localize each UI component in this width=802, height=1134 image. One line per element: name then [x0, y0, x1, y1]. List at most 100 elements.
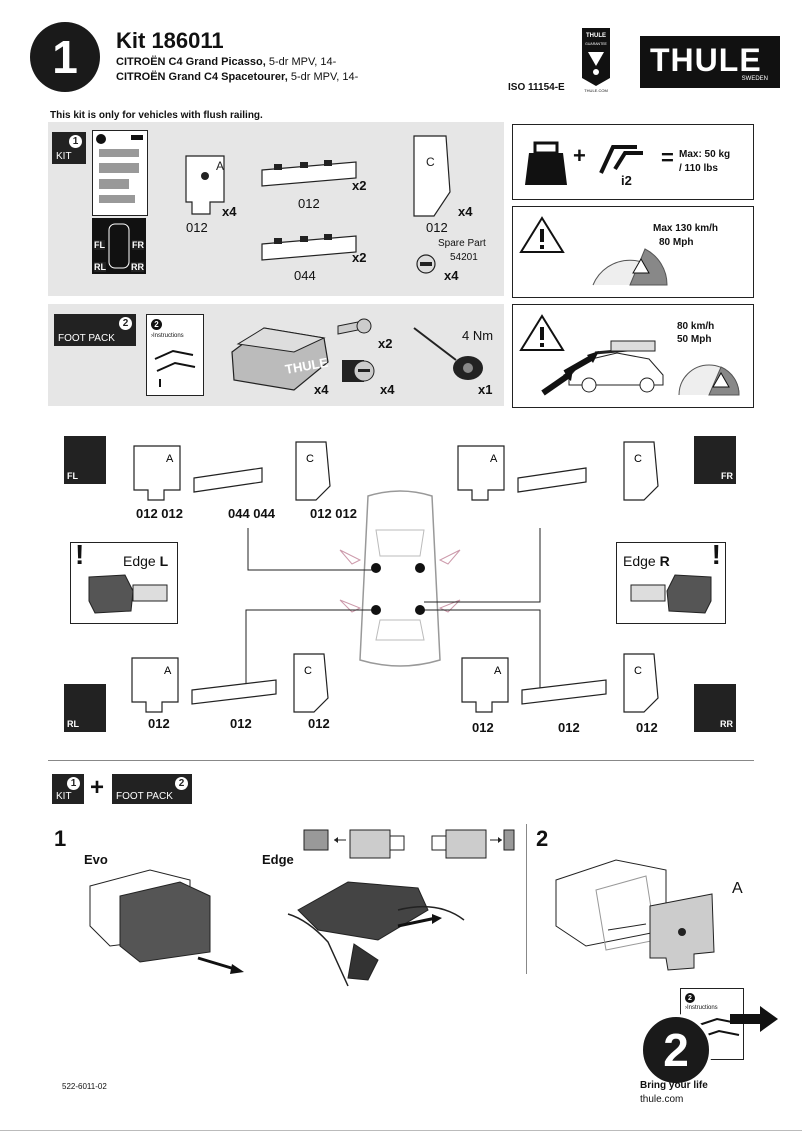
next-booklet-number: 2	[685, 993, 695, 1003]
fl-label: FL	[67, 471, 78, 481]
rear-right-plate-code: 012	[558, 720, 580, 735]
pad-attachment-illustration	[555, 859, 715, 971]
edge-l-exclaim-icon: !	[75, 539, 85, 570]
rear-right-bracket-code: 012	[636, 720, 658, 735]
pad-a-part-icon: A	[185, 155, 225, 215]
tool-qty: x1	[478, 382, 493, 397]
assembly-kit-label: KIT	[56, 791, 72, 802]
bracket-qty: x4	[458, 204, 473, 219]
plate2-qty: x2	[352, 250, 367, 265]
foot-pack-tag-number: 2	[119, 317, 132, 330]
brand-url[interactable]: thule.com	[640, 1094, 684, 1105]
document-code: 522-6011-02	[62, 1082, 107, 1091]
edge-r-box: ! Edge R	[616, 539, 726, 624]
svg-text:A: A	[166, 453, 174, 465]
section-divider	[48, 760, 754, 761]
screw-part-icon	[416, 254, 436, 274]
foot-booklet-number: 2	[151, 319, 162, 330]
next-step-badge: 2	[640, 1014, 712, 1086]
svg-text:THULE: THULE	[586, 33, 606, 39]
foot-pack-booklet: 2 ›Instructions	[146, 314, 204, 396]
front-left-parts: A C	[133, 441, 331, 501]
guarantee-badge: THULE GUARANTEE THULE.COM	[580, 28, 612, 93]
edge-r-exclaim-icon: !	[711, 539, 721, 570]
label-a: A	[732, 880, 743, 897]
step-number-badge: 1	[30, 22, 100, 92]
assembly-step-2: 2	[536, 826, 549, 851]
edge-l-label: Edge L	[123, 553, 169, 569]
speedometer-icon	[592, 248, 668, 286]
foot-pack-tag: 2 FOOT PACK	[54, 314, 136, 346]
svg-text:A: A	[490, 453, 498, 465]
foot-part-icon: THULE	[231, 327, 330, 391]
lock-qty: x4	[380, 382, 395, 397]
assembly-kit-tag: 1 KIT	[52, 774, 84, 804]
step-number: 1	[52, 31, 78, 83]
load-plus: +	[573, 143, 586, 168]
svg-text:THULE: THULE	[284, 355, 330, 377]
torque-value: 4 Nm	[462, 328, 494, 343]
foot-pack-tag-label: FOOT PACK	[58, 333, 115, 344]
fr-corner-box: FR	[694, 436, 736, 484]
wind-warning-icon	[519, 314, 565, 351]
next-step-number: 2	[663, 1024, 689, 1076]
svg-text:A: A	[164, 665, 172, 677]
logo-subtext: SWEDEN	[741, 76, 768, 82]
edge-l-box: ! Edge L	[70, 539, 178, 624]
rear-left-parts: A C	[131, 653, 329, 713]
rear-right-parts: A C	[461, 653, 659, 713]
bracket-c-part-icon: C	[413, 135, 451, 217]
max-speed-box: Max 130 km/h 80 Mph	[512, 206, 754, 298]
max-load-box: + i2 = Max: 50 kg / 110 lbs	[512, 124, 754, 200]
rear-left-pad-code: 012	[148, 716, 170, 731]
thule-logo: THULE SWEDEN	[640, 36, 780, 88]
plate2-code: 044	[294, 268, 316, 283]
edge-end-cap-diagram	[303, 829, 515, 859]
svg-text:C: C	[634, 453, 642, 465]
flush-railing-notice: This kit is only for vehicles with flush…	[50, 110, 263, 121]
guarantee-url: THULE.COM	[584, 88, 608, 93]
front-right-parts: A C	[457, 441, 659, 501]
info-marker: i2	[621, 173, 632, 188]
foot-pack-panel: 2 FOOT PACK 2 ›Instructions THULE x4 x2 …	[48, 304, 504, 406]
pos-fr: FR	[132, 240, 144, 250]
pos-rl: RL	[94, 262, 106, 272]
car-position-diagram: FL FR RL RR	[92, 218, 146, 274]
svg-text:C: C	[426, 155, 435, 169]
svg-text:C: C	[634, 665, 642, 677]
vehicle-model-2: CITROËN Grand C4 Spacetourer, 5-dr MPV, …	[116, 71, 359, 83]
footer-rule	[0, 1130, 802, 1131]
next-arrow-icon	[730, 1006, 778, 1032]
pad-qty: x4	[222, 204, 237, 219]
wind-speed-box: 80 km/h 50 Mph	[512, 304, 754, 408]
rl-corner-box: RL	[64, 684, 106, 732]
pad-code: 012	[186, 220, 208, 235]
adapter-plate-044-part-icon	[261, 234, 357, 261]
kit-title: Kit 186011	[116, 28, 224, 53]
assembly-step-1: 1	[54, 826, 67, 851]
wind-kmh: 80 km/h	[677, 321, 715, 332]
rear-right-pad-code: 012	[472, 720, 494, 735]
svg-text:GUARANTEE: GUARANTEE	[585, 42, 607, 46]
edge-r-label: Edge R	[623, 553, 670, 569]
rear-left-bracket-code: 012	[308, 716, 330, 731]
weight-icon	[525, 141, 567, 185]
edge-foot-hands-illustration	[287, 881, 465, 987]
wind-speedometer-icon	[678, 364, 740, 396]
car-with-rack-icon	[541, 340, 664, 396]
plate-code: 012	[298, 196, 320, 211]
key-qty: x2	[378, 336, 393, 351]
svg-text:A: A	[216, 159, 224, 173]
foot-booklet-label: ›Instructions	[151, 333, 184, 339]
svg-text:C: C	[304, 665, 312, 677]
assembly-foot-tag: 2 FOOT PACK	[112, 774, 192, 804]
speed-kmh: Max 130 km/h	[653, 223, 719, 234]
edge-label: Edge	[262, 852, 294, 867]
pos-fl: FL	[94, 240, 105, 250]
max-load-lbs: / 110 lbs	[679, 163, 718, 174]
front-plate-codes: 044 044	[228, 506, 275, 521]
assembly-kit-number: 1	[67, 777, 80, 790]
roof-bar-icon	[599, 145, 643, 174]
rear-left-plate-code: 012	[230, 716, 252, 731]
kit-tag-number: 1	[69, 135, 82, 148]
